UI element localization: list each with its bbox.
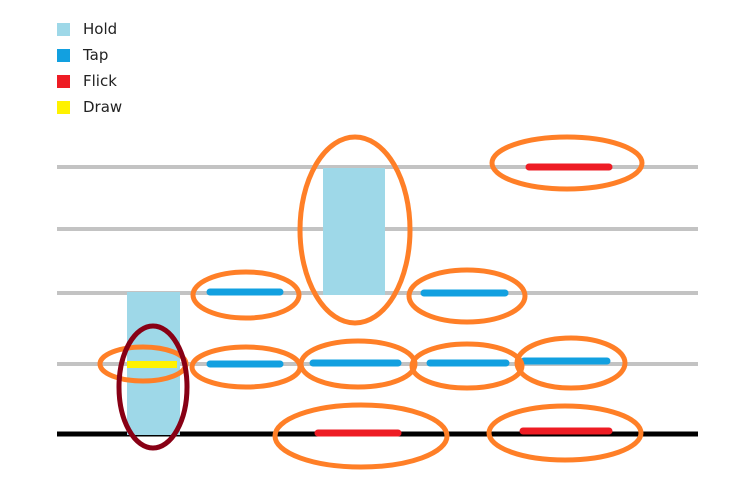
hold-swatch <box>57 22 70 36</box>
group-outline <box>298 338 418 390</box>
group-outline <box>514 335 628 391</box>
hold-note-center <box>323 168 385 295</box>
group-outline <box>406 267 528 325</box>
legend-label-flick: Flick <box>83 72 117 90</box>
legend-label-draw: Draw <box>83 98 123 116</box>
legend-item-tap: Tap <box>57 42 122 68</box>
group-outline <box>409 341 525 391</box>
flick-swatch <box>57 74 70 88</box>
legend-label-tap: Tap <box>83 46 109 64</box>
tap-swatch <box>57 48 70 62</box>
group-outline <box>297 134 413 326</box>
legend-item-flick: Flick <box>57 68 122 94</box>
draw-note <box>127 361 177 368</box>
group-outline <box>272 402 450 470</box>
legend-item-draw: Draw <box>57 94 122 120</box>
highlight-outline <box>116 323 190 451</box>
group-outline <box>486 403 644 463</box>
legend: Hold Tap Flick Draw <box>57 16 122 120</box>
legend-label-hold: Hold <box>83 20 118 38</box>
group-outline <box>489 134 645 192</box>
group-outline <box>190 269 302 321</box>
legend-item-hold: Hold <box>57 16 122 42</box>
draw-swatch <box>57 100 70 114</box>
